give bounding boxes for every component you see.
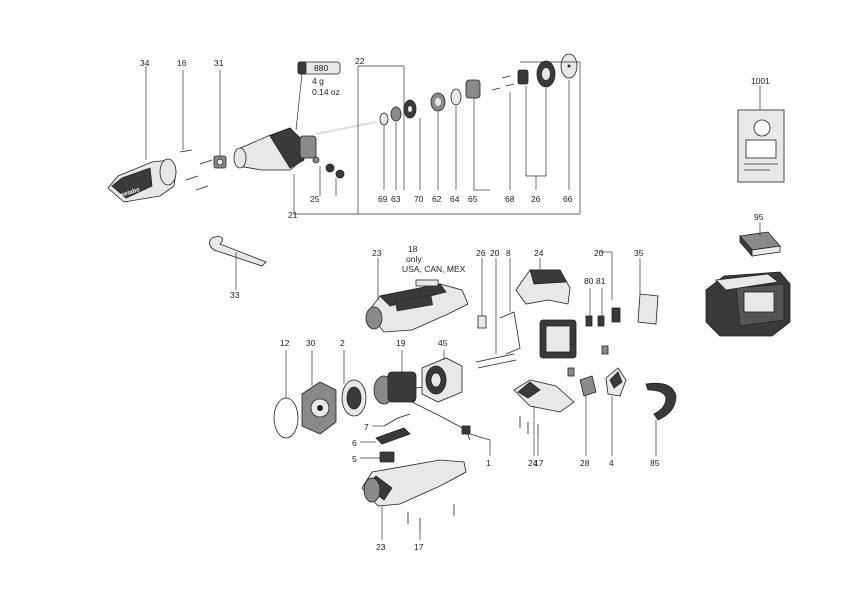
- part-33-wrench: [209, 235, 267, 267]
- label-26-mid: 26: [476, 248, 486, 258]
- label-23-bottom: 23: [376, 542, 386, 552]
- label-17-bottom: 17: [414, 542, 424, 552]
- part-28-button: [579, 375, 597, 397]
- part-34-nose-cone: metabo: [107, 158, 177, 203]
- label-25: 25: [310, 194, 320, 204]
- part-64-ring: [450, 88, 462, 106]
- label-66: 66: [563, 194, 573, 204]
- part-16-screws: [179, 149, 213, 191]
- part-80-pin: [585, 315, 593, 327]
- label-45: 45: [438, 338, 448, 348]
- part-17-screws-switch: [519, 416, 539, 436]
- label-68: 68: [505, 194, 515, 204]
- label-1001: 1001: [751, 76, 770, 86]
- weight-ounces: 0.14 oz: [312, 87, 340, 97]
- label-30: 30: [306, 338, 316, 348]
- label-8: 8: [506, 248, 511, 258]
- part-spindle-shaft: [315, 121, 377, 135]
- part-24-switch-housing: [513, 379, 575, 413]
- part-69-ring: [379, 112, 389, 126]
- part-70-bearing: [403, 99, 417, 119]
- part-23-upper-housing: [365, 283, 469, 333]
- label-usa-can-mex: USA, CAN, MEX: [402, 264, 466, 274]
- label-1: 1: [486, 458, 491, 468]
- part-26-pad: [477, 315, 487, 329]
- label-35: 35: [634, 248, 644, 258]
- label-26-top: 26: [531, 194, 541, 204]
- weight-grams: 4 g: [312, 76, 324, 86]
- label-18: 18: [408, 244, 418, 254]
- part-12-o-ring: [273, 397, 299, 439]
- part-26-nut: [517, 60, 556, 88]
- label-69: 69: [378, 194, 388, 204]
- label-63: 63: [391, 194, 401, 204]
- part-81-pin: [597, 307, 621, 327]
- label-20-right: 20: [594, 248, 604, 258]
- part-31-nut: [213, 155, 227, 169]
- part-20-rods: [475, 353, 517, 369]
- part-electronics-module: [539, 319, 577, 359]
- part-17-screws-lower: [407, 504, 455, 530]
- part-95-storage-box: [739, 231, 781, 258]
- part-18-label: [415, 279, 439, 287]
- label-28: 28: [580, 458, 590, 468]
- part-8-clip: [499, 311, 521, 355]
- label-23-top: 23: [372, 248, 382, 258]
- part-30-flange: [301, 381, 337, 435]
- label-22: 22: [355, 56, 365, 66]
- part-1001-manual: [737, 109, 785, 183]
- part-2-fan: [341, 379, 367, 417]
- part-4-switch: [605, 367, 627, 397]
- label-12: 12: [280, 338, 290, 348]
- part-gear-head: [233, 127, 317, 171]
- label-34: 34: [140, 58, 150, 68]
- part-battery-pack: [705, 271, 791, 337]
- label-2: 2: [340, 338, 345, 348]
- label-only: only: [406, 254, 422, 264]
- label-31: 31: [214, 58, 224, 68]
- part-66-disc: [560, 53, 578, 79]
- label-20-mid: 20: [490, 248, 500, 258]
- part-63-bearing: [390, 106, 402, 122]
- part-65-collet: [465, 79, 481, 99]
- part-7-cable: [383, 413, 411, 427]
- part-5-brush: [379, 451, 395, 463]
- label-6: 6: [352, 438, 357, 448]
- part-24-switch-cover: [515, 269, 571, 305]
- label-21: 21: [288, 210, 298, 220]
- part-23-lower-housing: [361, 459, 467, 507]
- label-880: 880: [314, 63, 328, 73]
- label-5: 5: [352, 454, 357, 464]
- label-24-bottom: 24: [528, 458, 538, 468]
- part-springs: [567, 345, 609, 377]
- label-85: 85: [650, 458, 660, 468]
- part-68-pins: [491, 75, 515, 91]
- label-16: 16: [177, 58, 187, 68]
- label-80: 80: [584, 276, 594, 286]
- label-4: 4: [609, 458, 614, 468]
- part-85-latch-cover: [645, 382, 677, 421]
- label-24-top: 24: [534, 248, 544, 258]
- label-64: 64: [450, 194, 460, 204]
- part-19-rotor: [373, 371, 431, 405]
- part-1-wire-harness: [411, 401, 471, 441]
- part-6-brush-holder: [375, 427, 411, 445]
- label-81: 81: [596, 276, 606, 286]
- label-95: 95: [754, 212, 764, 222]
- part-45-stator: [421, 357, 463, 403]
- label-33: 33: [230, 290, 240, 300]
- label-65: 65: [468, 194, 478, 204]
- label-19: 19: [396, 338, 406, 348]
- label-17-mid: 17: [534, 458, 544, 468]
- label-62: 62: [432, 194, 442, 204]
- part-25-screws: [312, 156, 345, 179]
- label-70: 70: [414, 194, 424, 204]
- part-35-label: [637, 293, 659, 325]
- part-62-bearing: [430, 92, 446, 112]
- label-7: 7: [364, 422, 369, 432]
